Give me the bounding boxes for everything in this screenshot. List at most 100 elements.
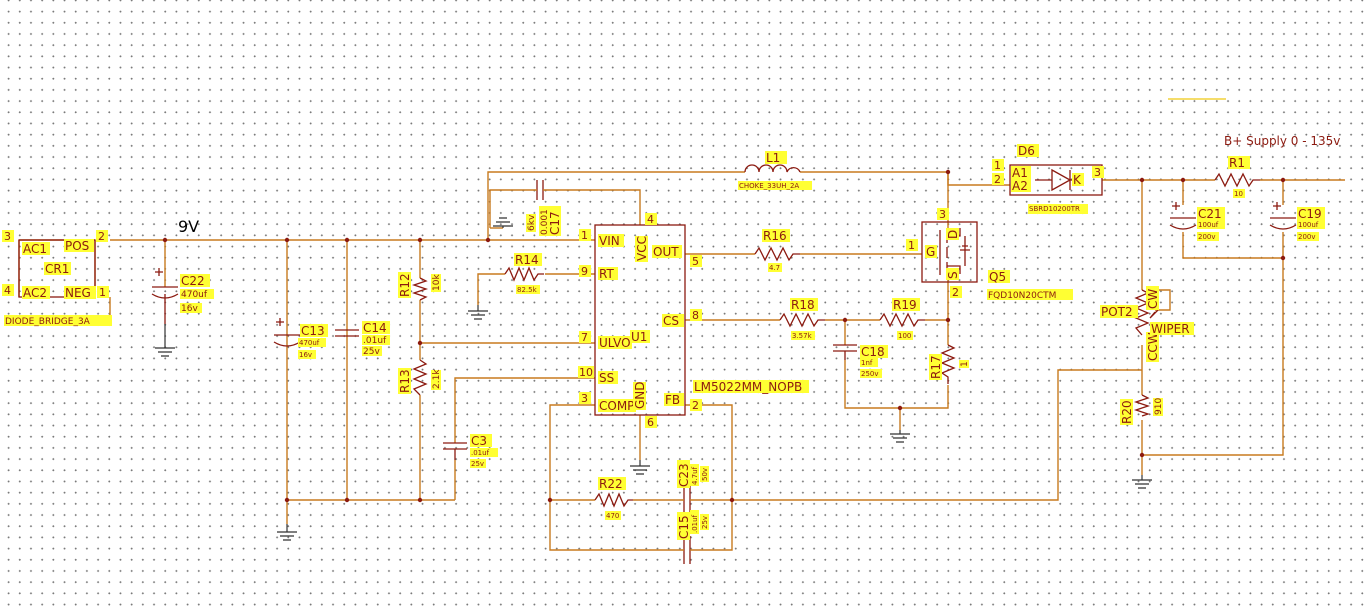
pin-number: 3 <box>4 230 11 243</box>
pin-number: 10 <box>579 366 593 379</box>
value-label: 470 <box>606 512 619 520</box>
resistor-r12 <box>411 277 429 301</box>
voltage-label: 250v <box>861 370 879 378</box>
ref-label: R13 <box>398 369 412 393</box>
capacitor-c14 <box>335 329 359 337</box>
bridge-body <box>18 239 96 298</box>
resistor-r20 <box>1133 394 1151 417</box>
capacitor-c17 <box>536 180 544 200</box>
voltage-label: 25v <box>701 516 709 529</box>
pin-name: NEG <box>65 286 91 300</box>
pin-name: AC1 <box>23 242 47 256</box>
ref-label: R14 <box>515 253 539 267</box>
pin-name: POS <box>65 239 89 253</box>
capacitor-c18 <box>833 344 857 360</box>
inductor-l1 <box>744 164 801 173</box>
value-label: 100 <box>898 332 911 340</box>
voltage-label: 50v <box>701 468 709 481</box>
capacitor-c23 <box>683 486 691 514</box>
ref-label: D6 <box>1018 144 1035 158</box>
pin-number: 7 <box>581 331 588 344</box>
value-label: 100uf <box>1298 221 1319 229</box>
capacitor-c13 <box>273 318 301 347</box>
capacitor-c3 <box>443 442 467 460</box>
pin-name: K <box>1073 173 1082 187</box>
pin-name: VCC <box>635 236 649 261</box>
voltage-label: 200v <box>1198 233 1216 241</box>
labels: 9V B+ Supply 0 - 135v 3 AC1 POS 2 4 AC2 … <box>2 134 1340 540</box>
pin-name: CW <box>1146 289 1160 309</box>
pin-name: OUT <box>653 245 679 259</box>
ref-label: Q5 <box>989 270 1006 284</box>
voltage-label: 25v <box>471 460 484 468</box>
pin-number: 1 <box>581 229 588 242</box>
junction-dots <box>162 169 1286 503</box>
pin-name: COMP <box>599 399 634 413</box>
ref-label: C13 <box>301 324 325 338</box>
value-label: 470uf <box>299 339 320 347</box>
ground-icon <box>468 305 488 320</box>
pin-number: 3 <box>581 392 588 405</box>
pin-number: 9 <box>581 265 588 278</box>
ground-icon <box>1132 475 1152 489</box>
ref-label: POT2 <box>1101 305 1133 319</box>
value-label: 1 <box>960 361 970 367</box>
capacitor-c19 <box>1269 202 1297 230</box>
pin-name: GND <box>633 381 647 409</box>
pin-number: 5 <box>692 255 699 268</box>
pin-number: 8 <box>692 309 699 322</box>
ground-icon <box>890 430 910 443</box>
pin-number: 2 <box>994 173 1001 186</box>
resistor-r14 <box>504 266 544 282</box>
part-label: SBRD10200TR <box>1029 205 1080 213</box>
potentiometer-pot2 <box>1134 289 1159 336</box>
pin-name: AC2 <box>23 286 47 300</box>
value-label: 1nf <box>861 359 873 367</box>
ground-icon <box>630 460 650 475</box>
ref-label: R22 <box>599 477 623 491</box>
pin-name: CCW <box>1146 332 1160 361</box>
pin-number: 4 <box>4 284 11 297</box>
ref-label: U1 <box>631 330 647 344</box>
ref-label: C23 <box>677 463 691 487</box>
components <box>18 164 1297 564</box>
resistor-r13 <box>412 359 428 396</box>
ref-label: C3 <box>471 434 487 448</box>
value-label: .01uf <box>471 449 490 457</box>
pin-number: 3 <box>939 208 946 221</box>
value-label: .01uf <box>691 514 699 533</box>
value-label: 100uf <box>1198 221 1219 229</box>
pin-number: 6 <box>647 416 654 429</box>
value-label: 3.57k <box>792 332 813 340</box>
value-label: 10 <box>1234 190 1243 198</box>
resistor-r22 <box>594 492 633 508</box>
value-label: 4.7uf <box>691 466 699 485</box>
pin-number: 1 <box>908 239 915 252</box>
ref-label: R1 <box>1229 156 1245 170</box>
capacitor-c21 <box>1169 202 1197 230</box>
ground-icon <box>277 524 297 541</box>
ground-symbols <box>155 217 1152 541</box>
ground-icon <box>493 217 513 228</box>
value-label: 2.1k <box>432 369 442 389</box>
value-label: 10k <box>432 274 442 291</box>
ref-label: R16 <box>763 229 787 243</box>
ref-label: R12 <box>398 273 412 297</box>
voltage-label: 25v <box>363 347 380 357</box>
pin-number: 1 <box>994 159 1001 172</box>
pin-number: 2 <box>98 230 105 243</box>
pin-name: ULVO <box>599 336 631 350</box>
ref-label: R17 <box>929 355 943 379</box>
capacitor-c15 <box>683 536 691 564</box>
pin-number: 1 <box>99 286 106 299</box>
resistor-r16 <box>754 246 800 262</box>
ref-label: C21 <box>1198 207 1222 221</box>
pin-number: 2 <box>692 399 699 412</box>
value-label: .01uf <box>363 336 387 346</box>
part-label: FQD10N20CTM <box>988 291 1056 301</box>
ref-label: C22 <box>181 274 205 288</box>
pin-name: A2 <box>1012 179 1028 193</box>
value-label: 0.001 <box>540 209 550 235</box>
ref-label: C19 <box>1298 207 1322 221</box>
